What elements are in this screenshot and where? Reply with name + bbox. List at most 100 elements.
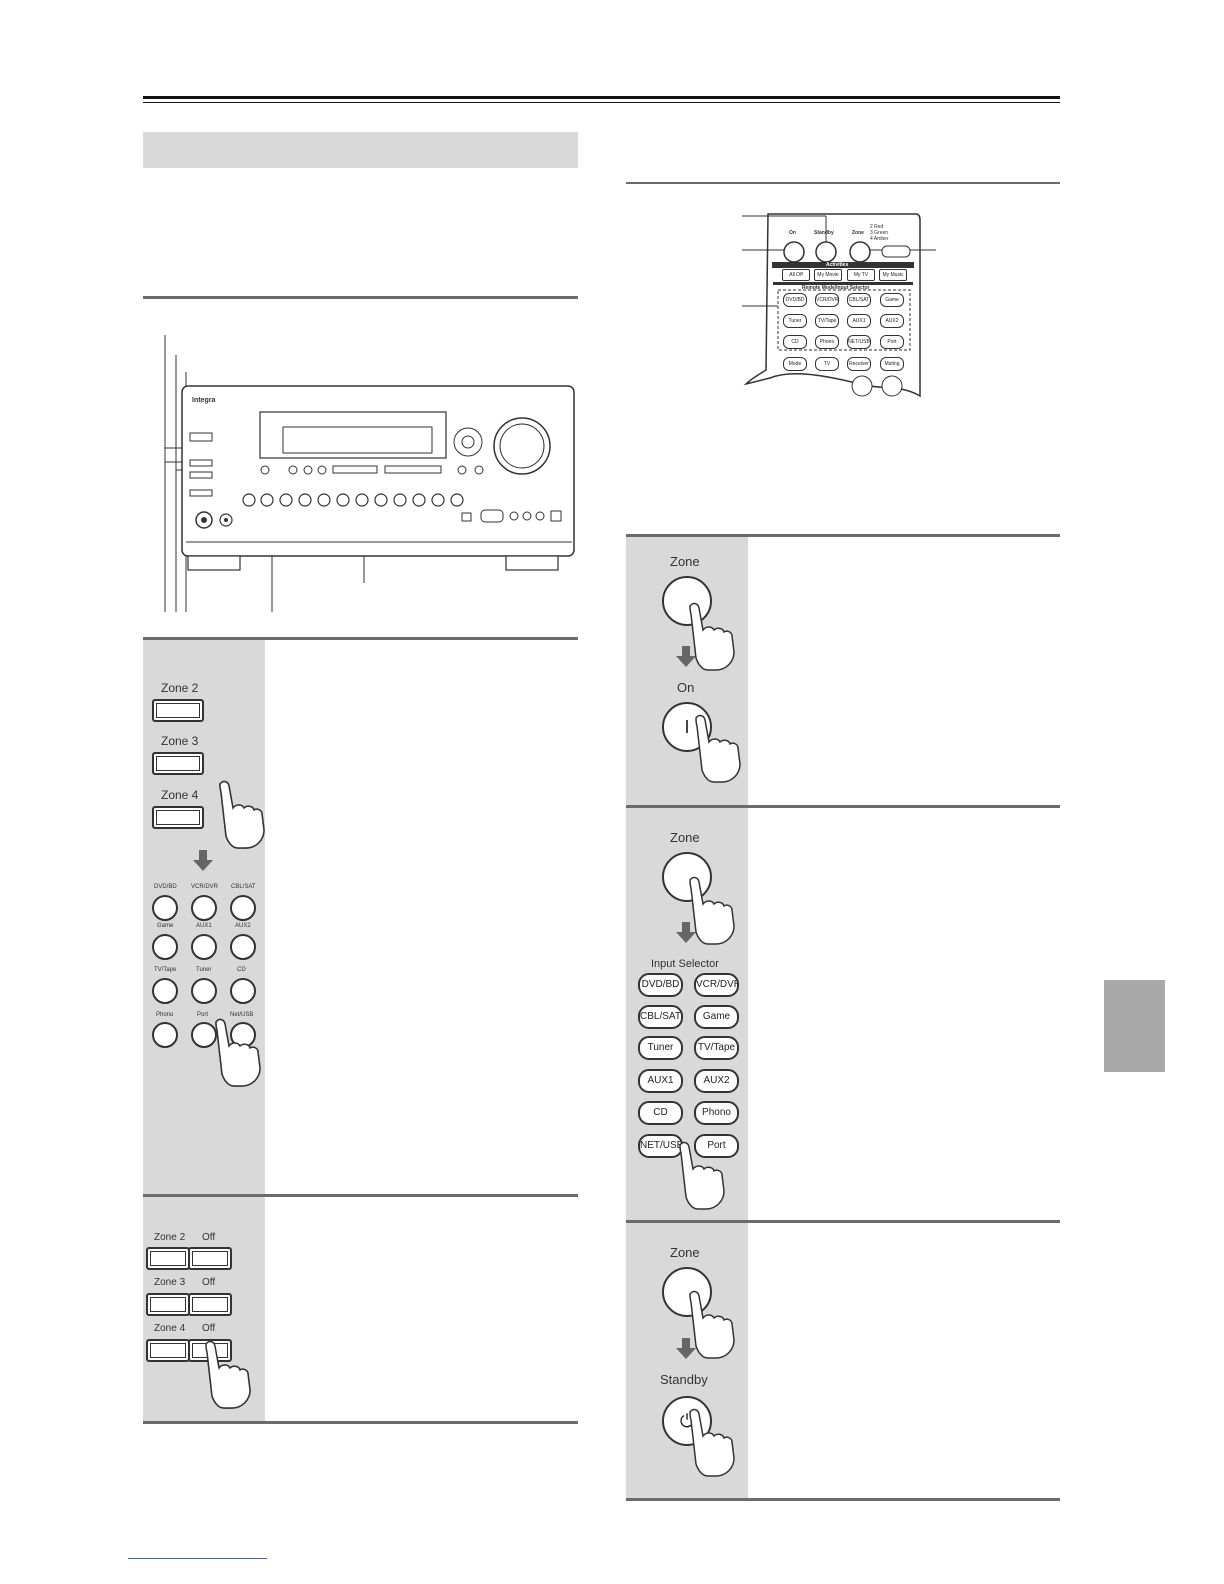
input-button-tuner[interactable] [191,978,217,1004]
zone2-off-label: Off [202,1232,216,1243]
remote-activity-button[interactable]: All Off [782,269,810,281]
r3-zone-label: Zone [670,1245,700,1260]
input-label: Tuner [196,967,212,973]
remote-activity-button[interactable]: My Music [879,269,907,281]
header-rule-thick [143,96,1060,99]
receiver-brand: Integra [192,397,216,404]
input-button-port[interactable] [191,1022,217,1048]
r2-input-button[interactable]: AUX1 [638,1069,683,1093]
zone4-off-zone-label: Zone 4 [154,1323,186,1334]
zone3-off-label: Off [202,1277,216,1288]
r2-zone-button[interactable] [662,852,712,902]
zone4-button[interactable] [152,806,204,829]
input-button-tv-tape[interactable] [152,978,178,1004]
remote-selector-button[interactable]: Tuner [783,314,807,328]
zone2-label: Zone 2 [161,681,199,695]
r2-input-button[interactable]: Game [694,1005,739,1029]
r1-on-button[interactable]: I [662,702,712,752]
input-button-vcr-dvr[interactable] [191,895,217,921]
right-table-bottom-rule [626,1498,1060,1501]
input-label: Net/USB [230,1012,254,1018]
remote-zone-color: 2 Red [870,224,884,230]
r2-input-button[interactable]: NET/USB [638,1134,683,1158]
r2-input-selector-label: Input Selector [651,958,719,970]
right-table-top-rule [626,534,1060,537]
remote-on-label: On [789,230,796,236]
input-button-dvd-bd[interactable] [152,895,178,921]
remote-selector-button[interactable]: Muting [880,357,904,371]
input-label: CD [237,967,246,973]
remote-activity-button[interactable]: My Movie [814,269,842,281]
input-button-cbl-sat[interactable] [230,895,256,921]
input-label: Port [197,1012,209,1018]
input-label: AUX2 [235,923,251,929]
r2-input-button[interactable]: Port [694,1134,739,1158]
remote-zone-color: 3 Green [870,230,889,236]
remote-selector-button[interactable]: Game [880,293,904,307]
zone3-button[interactable] [152,752,204,775]
remote-selector-button[interactable]: TV/Tape [815,314,839,328]
input-label: Game [157,923,174,929]
r2-input-button[interactable]: AUX2 [694,1069,739,1093]
r1-zone-button[interactable] [662,576,712,626]
chapter-tab [1104,980,1165,1072]
input-label: DVD/BD [154,884,177,890]
zone2-button[interactable] [152,699,204,722]
zone3-off-button[interactable] [188,1293,232,1316]
zone4-off-label: Off [202,1323,216,1334]
input-label: Phono [156,1012,174,1018]
remote-selector-button[interactable]: CD [783,335,807,349]
input-label: AUX1 [196,923,212,929]
remote-selector-button[interactable]: CBL/SAT [847,293,871,307]
input-button-phono[interactable] [152,1022,178,1048]
remote-selector-button[interactable]: TV [815,357,839,371]
input-button-game[interactable] [152,934,178,960]
remote-selector-button[interactable]: VCR/DVR [815,293,839,307]
input-label: CBL/SAT [231,884,256,890]
r2-input-button[interactable]: TV/Tape [694,1036,739,1060]
input-button-aux2[interactable] [230,934,256,960]
zone2-off-button[interactable] [188,1247,232,1270]
remote-selector-button[interactable]: Receiver [847,357,871,371]
input-button-cd[interactable] [230,978,256,1004]
left-section-rule [143,296,578,299]
remote-selector-button[interactable]: NET/USB [847,335,871,349]
header-rule-thin [143,102,1060,103]
r2-input-button[interactable]: Tuner [638,1036,683,1060]
right-section-rule [626,182,1060,184]
remote-activities-label: Activities [826,262,849,268]
zone3-off-zone-label: Zone 3 [154,1277,186,1288]
r2-input-button[interactable]: CD [638,1101,683,1125]
r2-input-button[interactable]: Phono [694,1101,739,1125]
section-heading-bar [143,132,578,168]
remote-selector-button[interactable]: Port [880,335,904,349]
remote-selector-button[interactable]: DVD/BD [783,293,807,307]
right-step3-panel [626,1223,748,1498]
remote-standby-label: Standby [814,230,834,236]
zone4-label: Zone 4 [161,788,199,802]
left-table-top-rule [143,637,578,640]
remote-selector-label: Remote Mode/Input Selector [802,285,870,291]
remote-activity-button[interactable]: My TV [847,269,875,281]
remote-selector-button[interactable]: Mode [783,357,807,371]
remote-selector-button[interactable]: AUX2 [880,314,904,328]
remote-zone-label: Zone [852,230,864,236]
r3-zone-button[interactable] [662,1267,712,1317]
right-table-rule-2 [626,805,1060,808]
footer-link-underline[interactable] [128,1558,267,1559]
r3-standby-button[interactable]: ⏻ [662,1396,712,1446]
r2-input-button[interactable]: VCR/DVR [694,973,739,997]
right-table-rule-3 [626,1220,1060,1223]
r2-input-button[interactable]: DVD/BD [638,973,683,997]
r1-zone-label: Zone [670,554,700,569]
r2-input-button[interactable]: CBL/SAT [638,1005,683,1029]
remote-selector-button[interactable]: AUX1 [847,314,871,328]
input-label: TV/Tape [154,967,177,973]
zone2-off-zone-label: Zone 2 [154,1232,186,1243]
left-table-bottom-rule [143,1421,578,1424]
input-button-aux1[interactable] [191,934,217,960]
r2-zone-label: Zone [670,830,700,845]
remote-selector-button[interactable]: Phono [815,335,839,349]
